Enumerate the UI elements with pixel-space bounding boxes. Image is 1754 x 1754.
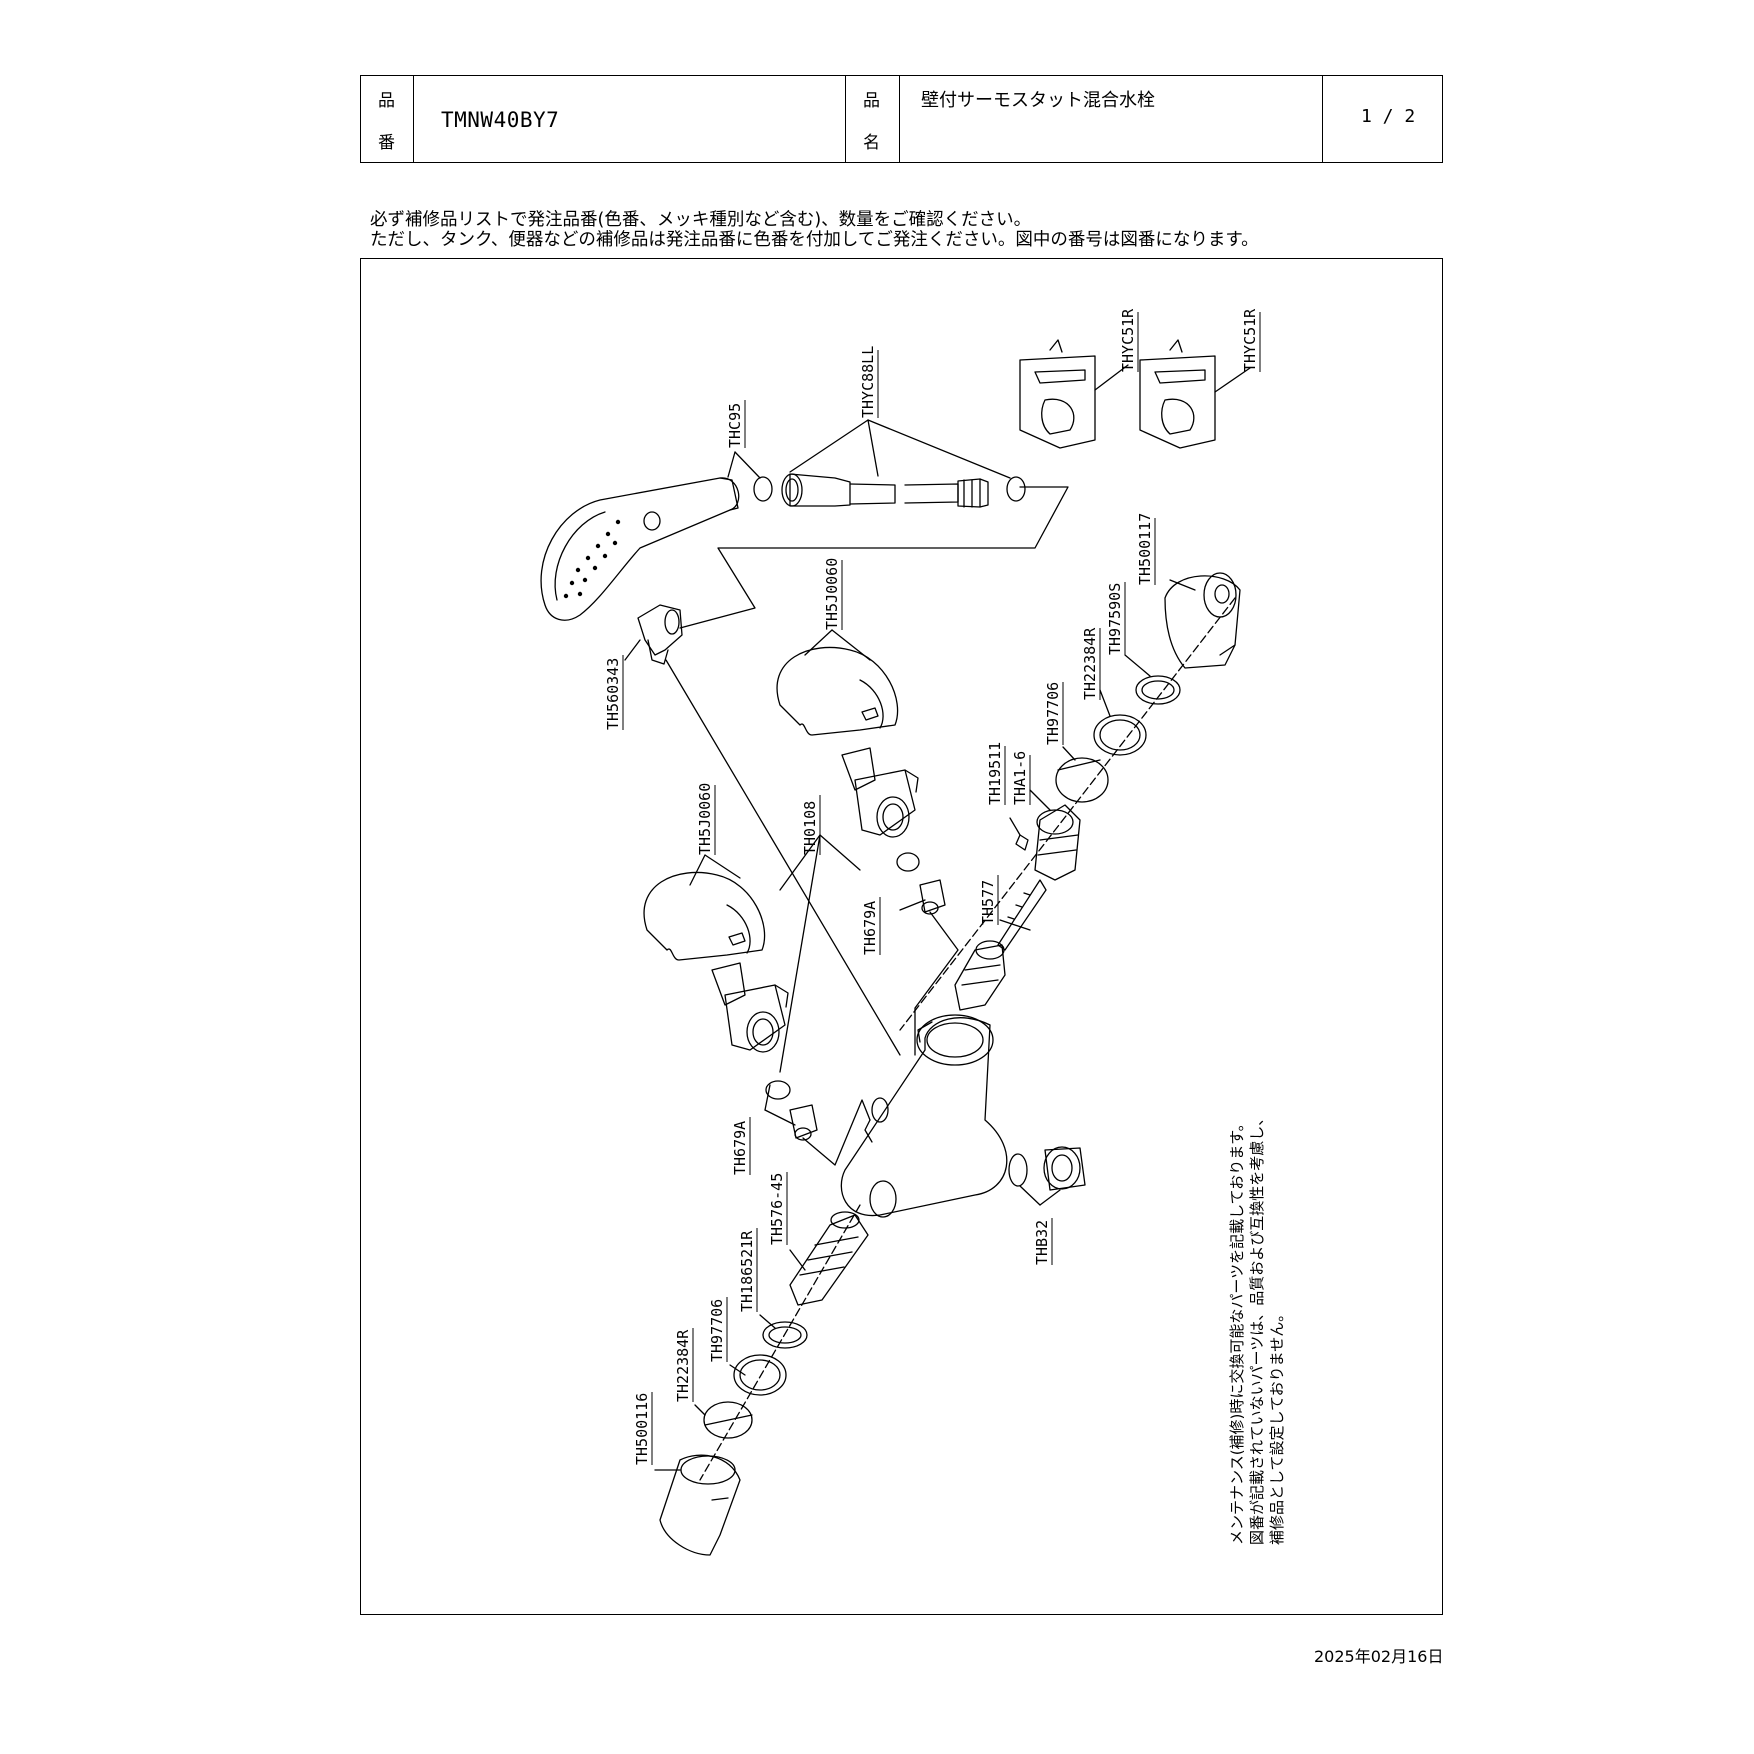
cover-lower-drawing (643, 871, 766, 961)
header-divider (1322, 76, 1323, 162)
adapter-upper-drawing (919, 879, 946, 915)
part-label-th0108: TH0108 (801, 801, 819, 855)
gasket-lower (765, 1080, 791, 1100)
name-label-1: 品 (863, 91, 880, 111)
page-indicator: 1 / 2 (1361, 106, 1416, 127)
gasket-upper (896, 852, 920, 872)
maintenance-note-line-2: 図番が記載されていないパーツは、品質および互換性を考慮し、 (1248, 1111, 1266, 1545)
stop-valve-lower-drawing (711, 962, 789, 1053)
cover-upper-drawing (776, 646, 899, 736)
left-axis-line (699, 1204, 861, 1481)
shower-hose-drawing (781, 473, 1026, 508)
part-label-thyc51r-1: THYC51R (1119, 308, 1137, 372)
handle-right-drawing (1164, 572, 1241, 669)
elbow-joint-drawing (637, 604, 683, 665)
maintenance-note-line-1: メンテナンス(補修)時に交換可能なパーツを記載しております。 (1228, 1116, 1246, 1545)
notice-line-2: ただし、タンク、便器などの補修品は発注品番に色番を付加してご発注ください。図中の… (370, 230, 1259, 250)
cartridge-tha16-drawing (1034, 804, 1081, 881)
part-label-th19511: TH19511 (986, 742, 1004, 805)
part-no-label-1: 品 (378, 91, 395, 111)
issue-date: 2025年02月16日 (1314, 1647, 1444, 1666)
adapter-upper-line (914, 911, 959, 1056)
part-label-thyc88ll: THYC88LL (859, 346, 877, 418)
wall-holder-2 (1139, 339, 1216, 449)
part-number: TMNW40BY7 (441, 108, 560, 132)
diagram-frame (360, 258, 1443, 1615)
hose-gasket-left (753, 476, 773, 502)
adapter-lower-drawing (789, 1104, 818, 1141)
cartridge-th576-drawing (789, 1211, 869, 1306)
part-label-thc95: THC95 (726, 403, 744, 448)
mixer-body-drawing (840, 1014, 1008, 1218)
part-label-th22384r-upper: TH22384R (1081, 627, 1099, 700)
adapter-lower-line (802, 1099, 871, 1166)
elbow-axis-line (665, 659, 901, 1056)
part-label-th500117: TH500117 (1136, 513, 1154, 585)
part-label-th500116: TH500116 (633, 1393, 651, 1465)
part-label-th5j0060-lower: TH5J0060 (696, 783, 714, 855)
part-label-th22384r-lower: TH22384R (674, 1329, 692, 1402)
ring-right-b-drawing (1055, 757, 1109, 803)
part-label-th97590s: TH97590S (1106, 583, 1124, 655)
gasket-thb32 (1008, 1153, 1028, 1187)
header-divider (413, 76, 414, 162)
product-name: 壁付サーモスタット混合水栓 (921, 90, 1155, 111)
cartridge-lower-right-drawing (954, 940, 1006, 1011)
part-label-th186521r: TH186521R (738, 1230, 756, 1312)
clip-th19511 (1015, 834, 1029, 851)
ring-left-a-drawing (762, 1321, 808, 1349)
part-label-th577: TH577 (979, 880, 997, 925)
right-axis-line (899, 597, 1236, 1031)
adapter-thb32-drawing (1043, 1146, 1086, 1191)
name-label-2: 名 (863, 133, 880, 153)
nut-right-drawing (1135, 675, 1181, 705)
part-label-th97706-upper: TH97706 (1044, 682, 1062, 745)
part-label-th576-45: TH576-45 (768, 1173, 786, 1245)
wall-holder-1 (1019, 339, 1096, 449)
part-label-tha1-6: THA1-6 (1011, 751, 1029, 805)
part-no-label-2: 番 (378, 133, 395, 153)
ring-left-c-drawing (703, 1401, 753, 1439)
stop-valve-upper-drawing (841, 747, 919, 838)
part-label-th97706-lower: TH97706 (708, 1299, 726, 1362)
part-label-th679a-lower: TH679A (731, 1121, 749, 1175)
maintenance-note-line-3: 補修品として設定しておりません。 (1268, 1307, 1286, 1545)
shower-head-drawing (540, 477, 740, 621)
header-table: 品 番 TMNW40BY7 品 名 壁付サーモスタット混合水栓 1 / 2 (360, 75, 1443, 163)
ring-right-a-drawing (1093, 714, 1147, 756)
header-divider (899, 76, 900, 162)
part-label-thyc51r-2: THYC51R (1241, 308, 1259, 372)
notice-line-1: 必ず補修品リストで発注品番(色番、メッキ種別など含む)、数量をご確認ください。 (370, 210, 1032, 230)
part-label-th5j0060-upper: TH5J0060 (823, 558, 841, 630)
leader-lines (624, 364, 1251, 1471)
spindle-th577-drawing (997, 879, 1047, 951)
part-label-thb32: THB32 (1033, 1220, 1051, 1265)
part-label-th679a-upper: TH679A (861, 901, 879, 955)
handle-left-drawing (659, 1454, 741, 1556)
header-divider (845, 76, 846, 162)
part-label-th560343: TH560343 (604, 658, 622, 730)
hose-connection-line (679, 486, 1069, 629)
ring-left-b-drawing (733, 1354, 787, 1396)
